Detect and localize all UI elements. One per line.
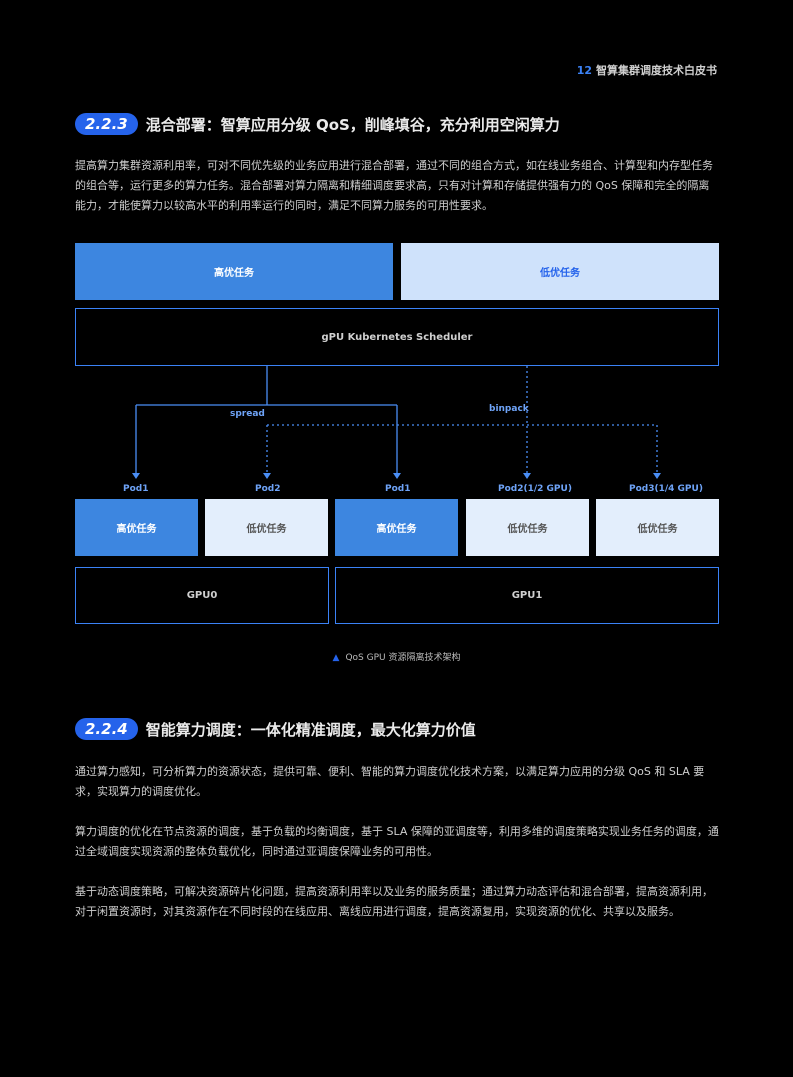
pod-task-box-2: 低优任务 xyxy=(205,499,328,556)
high-priority-task-box: 高优任务 xyxy=(75,243,393,300)
section-2-2-3-paragraph: 提高算力集群资源利用率，可对不同优先级的业务应用进行混合部署，通过不同的组合方式… xyxy=(75,159,713,212)
pod-label-4: Pod2(1/2 GPU) xyxy=(498,484,572,494)
section-2-2-3-title: 2.2.3 混合部署：智算应用分级 QoS，削峰填谷，充分利用空闲算力 xyxy=(75,113,560,135)
binpack-label: binpack xyxy=(489,404,529,414)
pod-label-1: Pod1 xyxy=(123,484,149,494)
gpu1-box: GPU1 xyxy=(335,567,719,624)
pod-label-3: Pod1 xyxy=(385,484,411,494)
figure-caption: ▲ QoS GPU 资源隔离技术架构 xyxy=(0,650,793,663)
section-2-2-4-title: 2.2.4 智能算力调度：一体化精准调度，最大化算力价值 xyxy=(75,718,476,740)
pod-task-box-1: 高优任务 xyxy=(75,499,198,556)
triangle-marker-icon: ▲ xyxy=(332,653,340,663)
page-number: 12 xyxy=(576,64,592,77)
pod-label-2: Pod2 xyxy=(255,484,281,494)
pod-task-box-3: 高优任务 xyxy=(335,499,458,556)
spread-label: spread xyxy=(230,409,265,419)
section-number-badge-2: 2.2.4 xyxy=(75,718,138,740)
section-heading: 混合部署：智算应用分级 QoS，削峰填谷，充分利用空闲算力 xyxy=(145,115,560,134)
pod-label-5: Pod3(1/4 GPU) xyxy=(629,484,703,494)
section-number-badge: 2.2.3 xyxy=(75,113,138,135)
document-title: 智算集群调度技术白皮书 xyxy=(596,64,717,77)
pod-task-box-5: 低优任务 xyxy=(596,499,719,556)
figure-caption-text: QoS GPU 资源隔离技术架构 xyxy=(345,653,461,663)
scheduler-box: gPU Kubernetes Scheduler xyxy=(75,308,719,366)
pod-task-box-4: 低优任务 xyxy=(466,499,589,556)
gpu0-box: GPU0 xyxy=(75,567,329,624)
page-header: 12 智算集群调度技术白皮书 xyxy=(577,62,717,78)
section-2-2-4-paragraph-3: 基于动态调度策略，可解决资源碎片化问题，提高资源利用率以及业务的服务质量；通过算… xyxy=(75,885,713,918)
section-2-2-4-paragraph-2: 算力调度的优化在节点资源的调度，基于负载的均衡调度，基于 SLA 保障的亚调度等… xyxy=(75,825,719,858)
low-priority-task-box: 低优任务 xyxy=(401,243,719,300)
section-2-2-4-paragraph-1: 通过算力感知，可分析算力的资源状态，提供可靠、便利、智能的算力调度优化技术方案，… xyxy=(75,765,705,798)
section-heading-2: 智能算力调度：一体化精准调度，最大化算力价值 xyxy=(145,720,476,739)
